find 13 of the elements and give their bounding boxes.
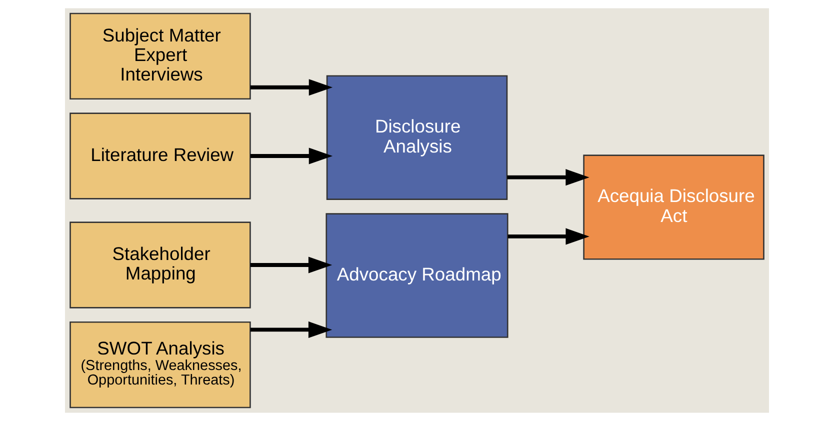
node-box: Advocacy Roadmap: [325, 213, 508, 338]
node-box: Subject Matter Expert Interviews: [69, 12, 250, 100]
arrow: [250, 148, 332, 164]
arrow: [250, 321, 332, 338]
arrow: [507, 228, 589, 245]
node-box: Stakeholder Mapping: [69, 222, 250, 308]
node-box: Acequia Disclosure Act: [582, 154, 764, 260]
node-box: SWOT Analysis (Strengths, Weaknesses, Opportunities, Threats): [69, 321, 250, 408]
node-box: Disclosure Analysis: [326, 75, 508, 200]
arrow: [250, 256, 332, 274]
arrow: [506, 169, 589, 186]
node-box: Literature Review: [69, 112, 250, 200]
arrow: [250, 79, 332, 96]
